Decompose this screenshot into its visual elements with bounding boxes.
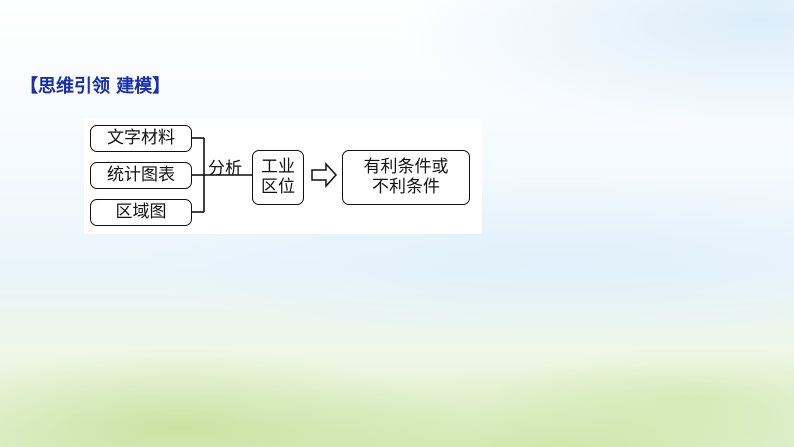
input-box-regional-map: 区域图 (90, 199, 192, 226)
arrow-icon (311, 162, 338, 188)
connector-lines (192, 137, 338, 213)
grass-background (0, 277, 794, 447)
middle-line-1: 工业 (261, 156, 295, 177)
flow-diagram: 文字材料 统计图表 区域图 分析 工业 区位 有利条件或 不利条件 (84, 118, 482, 234)
industry-location-box: 工业 区位 (252, 150, 304, 205)
result-box: 有利条件或 不利条件 (342, 150, 470, 205)
input-box-statistics-chart: 统计图表 (90, 162, 192, 189)
input-box-text-material: 文字材料 (90, 125, 192, 152)
middle-line-2: 区位 (261, 176, 295, 197)
result-line-1: 有利条件或 (363, 156, 449, 177)
connector-label: 分析 (208, 159, 242, 179)
section-heading: 【思维引领 建模】 (20, 76, 171, 97)
result-line-2: 不利条件 (372, 176, 440, 197)
